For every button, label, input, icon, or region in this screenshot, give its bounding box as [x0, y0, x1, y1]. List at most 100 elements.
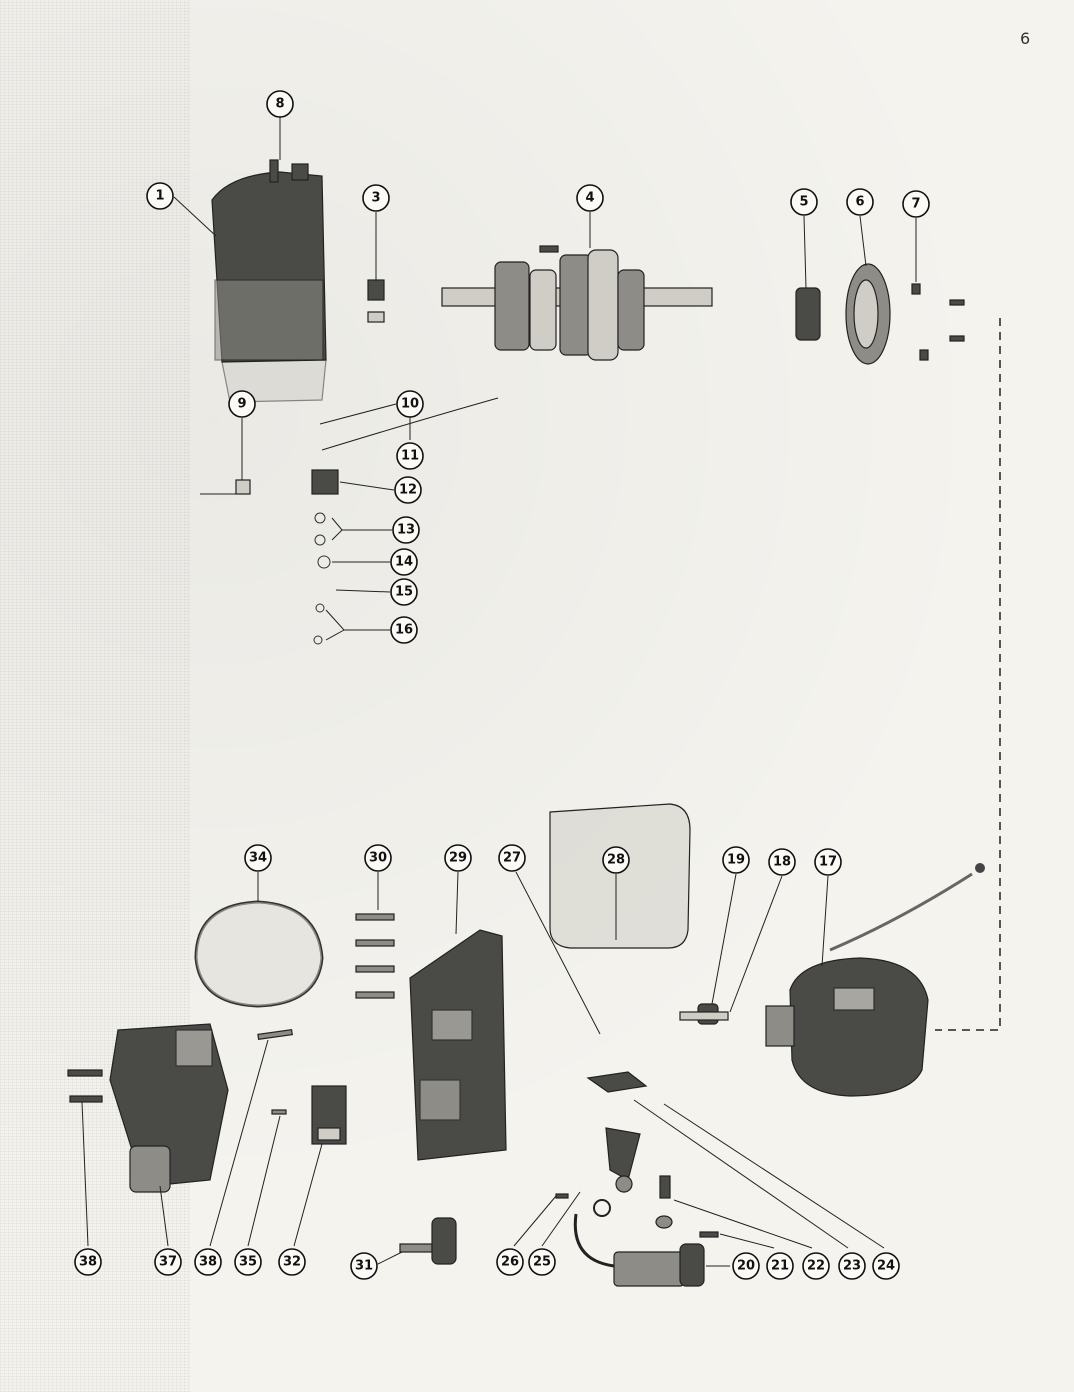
part-38-screws-left — [67, 1069, 103, 1103]
svg-text:38: 38 — [199, 1255, 217, 1270]
svg-text:14: 14 — [395, 555, 413, 570]
svg-text:35: 35 — [239, 1255, 257, 1270]
part-1-cylinder-block — [211, 159, 327, 403]
svg-text:23: 23 — [843, 1259, 861, 1274]
svg-text:7: 7 — [911, 197, 920, 212]
part-6-bearing-cage — [845, 263, 891, 365]
svg-text:38: 38 — [79, 1255, 97, 1270]
callout-29: 29 — [444, 844, 472, 872]
svg-text:32: 32 — [283, 1255, 301, 1270]
callout-8: 8 — [266, 90, 294, 118]
part-29-crankcase — [409, 929, 507, 1161]
svg-text:29: 29 — [449, 851, 467, 866]
svg-text:15: 15 — [395, 585, 413, 600]
svg-text:27: 27 — [503, 851, 521, 866]
svg-text:24: 24 — [877, 1259, 895, 1274]
callout-26: 26 — [496, 1248, 524, 1276]
callout-9: 9 — [228, 390, 256, 418]
svg-text:18: 18 — [773, 855, 791, 870]
svg-text:8: 8 — [275, 97, 284, 112]
svg-text:21: 21 — [771, 1259, 789, 1274]
callout-13: 13 — [392, 516, 420, 544]
callout-34: 34 — [244, 844, 272, 872]
callout-7: 7 — [902, 190, 930, 218]
svg-text:34: 34 — [249, 851, 267, 866]
callout-15: 15 — [390, 578, 418, 606]
callout-10: 10 — [396, 390, 424, 418]
svg-text:11: 11 — [401, 449, 419, 464]
callout-21: 21 — [766, 1252, 794, 1280]
part-28-cover-plate — [549, 803, 691, 949]
svg-text:20: 20 — [737, 1259, 755, 1274]
callout-38-left: 38 — [74, 1248, 102, 1276]
svg-text:1: 1 — [155, 189, 164, 204]
part-9-stud — [200, 479, 251, 495]
part-32-bracket — [311, 1085, 347, 1145]
callout-32: 32 — [278, 1248, 306, 1276]
svg-text:10: 10 — [401, 397, 419, 412]
part-3-bearing — [367, 279, 385, 323]
callout-24: 24 — [872, 1252, 900, 1280]
svg-text:28: 28 — [607, 853, 625, 868]
svg-text:12: 12 — [399, 483, 417, 498]
part-17-stator-assembly — [765, 863, 985, 1097]
callout-22: 22 — [802, 1252, 830, 1280]
callout-18: 18 — [768, 848, 796, 876]
svg-text:3: 3 — [371, 191, 380, 206]
svg-text:25: 25 — [533, 1255, 551, 1270]
callout-28: 28 — [602, 846, 630, 874]
callout-30: 30 — [364, 844, 392, 872]
part-7-screws — [911, 283, 965, 361]
part-30-screws — [355, 913, 395, 999]
callout-31: 31 — [350, 1252, 378, 1280]
svg-text:19: 19 — [727, 853, 745, 868]
part-38-pin — [257, 1028, 293, 1041]
svg-text:5: 5 — [799, 195, 808, 210]
part-18-seal — [679, 1011, 729, 1021]
part-11-wire — [321, 397, 499, 451]
svg-text:6: 6 — [855, 195, 864, 210]
svg-text:13: 13 — [397, 523, 415, 538]
part-37-carburetor — [109, 1023, 229, 1193]
callout-37: 37 — [154, 1248, 182, 1276]
part-4-crankshaft — [441, 245, 713, 361]
svg-text:22: 22 — [807, 1259, 825, 1274]
callout-35: 35 — [234, 1248, 262, 1276]
part-31-fitting — [399, 1217, 457, 1265]
svg-text:30: 30 — [369, 851, 387, 866]
svg-text:31: 31 — [355, 1259, 373, 1274]
leader-lines — [81, 117, 917, 1267]
svg-text:26: 26 — [501, 1255, 519, 1270]
callout-16: 16 — [390, 616, 418, 644]
parts-20-27-linkage — [555, 1071, 719, 1287]
svg-text:16: 16 — [395, 623, 413, 638]
part-35-pin — [271, 1109, 287, 1115]
callout-11: 11 — [396, 442, 424, 470]
callout-25: 25 — [528, 1248, 556, 1276]
svg-text:4: 4 — [585, 191, 594, 206]
callout-17: 17 — [814, 848, 842, 876]
callout-38-center: 38 — [194, 1248, 222, 1276]
callout-27: 27 — [498, 844, 526, 872]
part-12-reed-block — [311, 469, 339, 495]
svg-text:9: 9 — [237, 397, 246, 412]
page-mark: 6 — [1020, 29, 1030, 48]
callout-12: 12 — [394, 476, 422, 504]
svg-text:17: 17 — [819, 855, 837, 870]
callout-20: 20 — [732, 1252, 760, 1280]
callout-19: 19 — [722, 846, 750, 874]
callout-3: 3 — [362, 184, 390, 212]
callout-5: 5 — [790, 188, 818, 216]
callout-4: 4 — [576, 184, 604, 212]
svg-text:37: 37 — [159, 1255, 177, 1270]
callout-14: 14 — [390, 548, 418, 576]
parts-13-16-rings — [313, 512, 331, 645]
callout-6: 6 — [846, 188, 874, 216]
part-5-sleeve — [795, 287, 821, 341]
callout-23: 23 — [838, 1252, 866, 1280]
assembly-dashed-connector — [935, 318, 1001, 1031]
part-34-gasket — [194, 900, 324, 1008]
callout-1: 1 — [146, 182, 174, 210]
